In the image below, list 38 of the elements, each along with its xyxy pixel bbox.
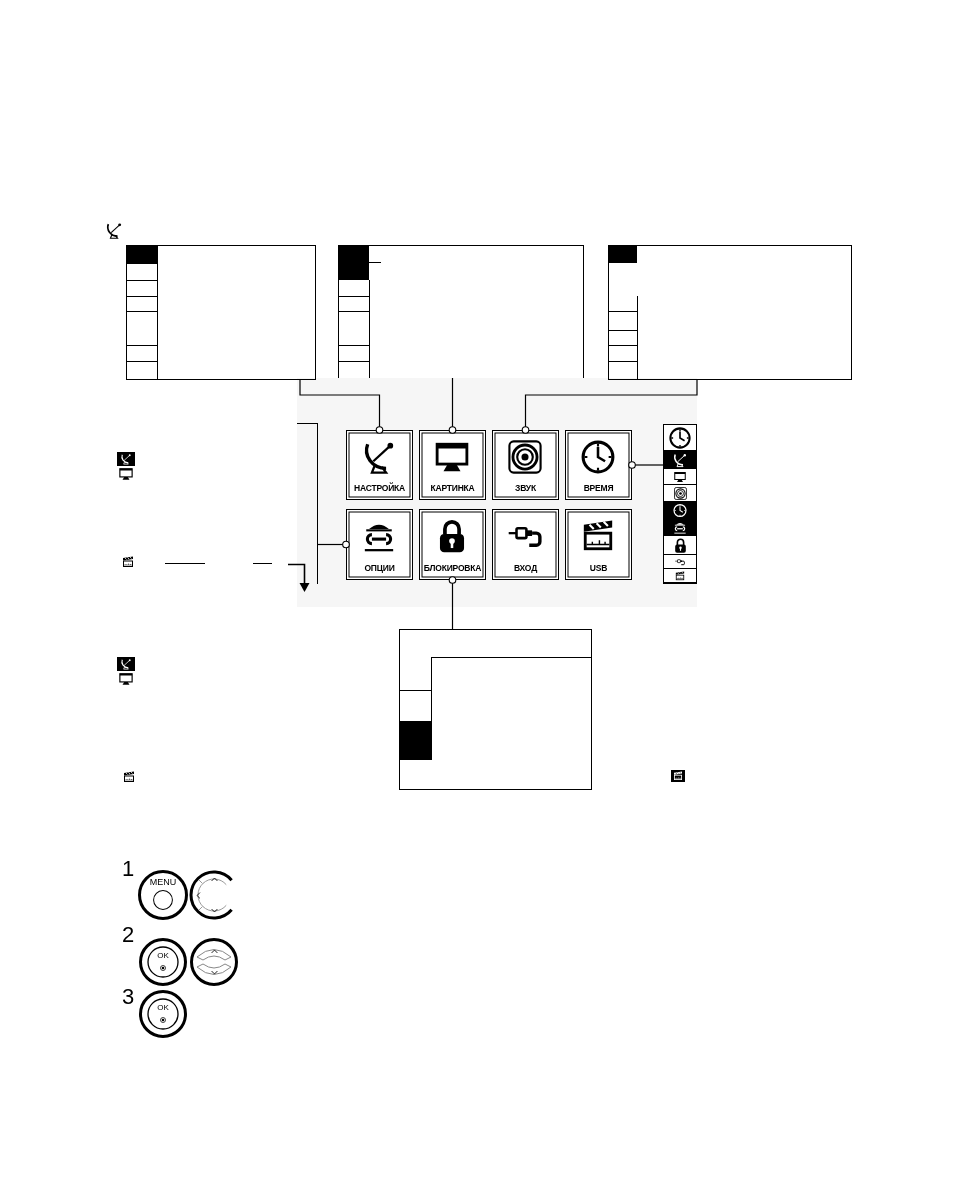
menu-tile — [346, 509, 413, 580]
button-label: OK — [157, 952, 169, 960]
menu-panel — [399, 629, 592, 790]
menu-panel — [338, 245, 584, 378]
menu-tile — [419, 509, 486, 580]
step-number: 2 — [122, 924, 135, 946]
step-number: 1 — [122, 858, 135, 880]
leader-line — [628, 461, 664, 469]
tile-label: USB — [589, 563, 608, 572]
button-label: MENU — [149, 878, 177, 887]
menu-tile — [492, 509, 559, 580]
remote-button — [139, 990, 187, 1038]
tile-label: ЗВУК — [515, 483, 536, 492]
leader-line — [317, 540, 350, 549]
button-label: OK — [157, 1004, 169, 1012]
menu-tile — [565, 509, 632, 580]
navigation-ring — [190, 938, 238, 986]
leader-line — [448, 576, 457, 630]
tile-label: ОПЦИИ — [364, 563, 395, 572]
leader-line — [521, 379, 698, 434]
menu-tile — [492, 430, 559, 500]
menu-panel — [126, 245, 316, 380]
tile-label: ВРЕМЯ — [583, 483, 614, 492]
menu-panel — [608, 245, 852, 380]
menu-panel — [297, 423, 318, 584]
menu-icon-strip — [663, 424, 697, 584]
step-number: 3 — [122, 986, 135, 1008]
tile-label: ВХОД — [514, 563, 537, 572]
tile-label: БЛОКИРОВКА — [423, 563, 482, 572]
leader-line — [299, 379, 384, 434]
remote-button — [139, 938, 187, 986]
menu-tile — [419, 430, 486, 500]
tile-label: КАРТИНКА — [430, 483, 475, 492]
remote-button — [138, 870, 188, 920]
leader-line — [448, 377, 457, 434]
tile-label: НАСТРОЙКА — [354, 483, 405, 492]
menu-tile — [346, 430, 413, 500]
menu-tile — [565, 430, 632, 500]
